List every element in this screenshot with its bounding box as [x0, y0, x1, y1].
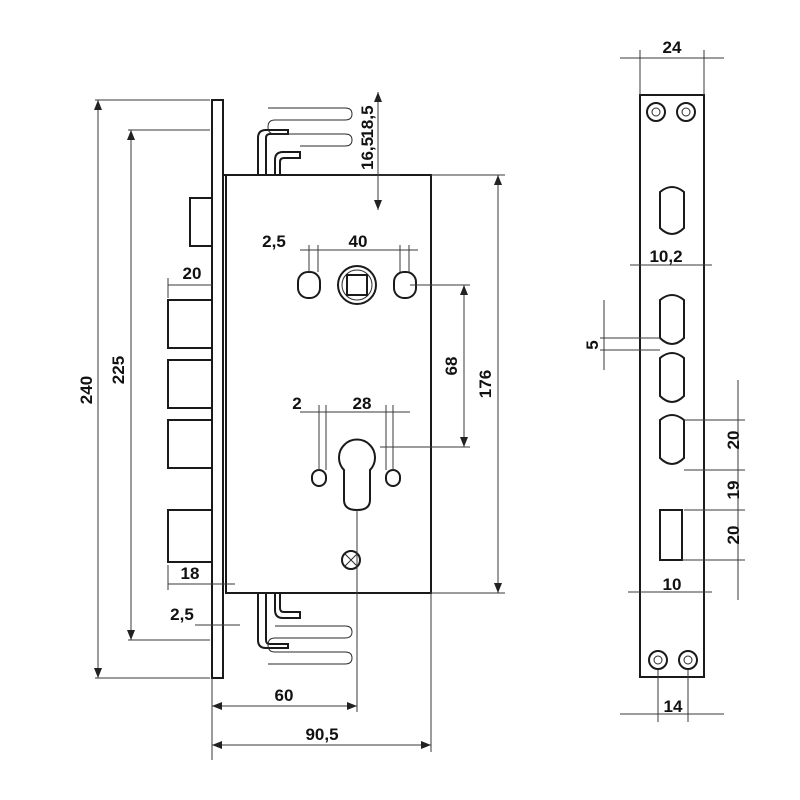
cylinder-screw-hole-left — [311, 469, 327, 487]
dim-176: 176 — [476, 370, 495, 398]
dim-10: 10 — [663, 575, 682, 594]
dim-28: 28 — [353, 394, 372, 413]
dim-20-lower: 20 — [724, 526, 743, 545]
latch-bolt — [189, 197, 213, 247]
dim-19: 19 — [724, 481, 743, 500]
dim-225: 225 — [109, 356, 128, 384]
euro-cylinder-cutout — [338, 438, 376, 512]
front-dimensions — [94, 92, 505, 760]
fixing-screw — [341, 550, 361, 570]
dim-14: 14 — [664, 697, 683, 716]
top-screw-left — [646, 102, 666, 122]
faceplate-side — [639, 94, 705, 678]
lock-body — [211, 99, 432, 679]
dim-2-5-faceplate: 2,5 — [170, 605, 194, 624]
dead-bolt-1 — [167, 299, 213, 349]
side-faceplate — [639, 94, 705, 678]
dim-5: 5 — [583, 340, 602, 349]
latch-opening — [659, 186, 685, 235]
screw-hole-left — [297, 271, 321, 299]
lock-case — [225, 174, 432, 594]
bottom-screw-left — [648, 650, 668, 670]
bolt-opening-3 — [659, 414, 685, 465]
faceplate — [211, 99, 224, 679]
top-rod-connector — [257, 107, 353, 175]
dim-240: 240 — [77, 376, 96, 404]
spindle-hub — [337, 265, 377, 305]
dead-bolt-3 — [167, 419, 213, 469]
dead-bolt-2 — [167, 359, 213, 409]
dim-2: 2 — [292, 394, 301, 413]
dim-2-5-spindle: 2,5 — [262, 232, 286, 251]
dead-bolt-4 — [167, 509, 213, 563]
dim-68: 68 — [442, 357, 461, 376]
dim-18: 18 — [181, 564, 200, 583]
bottom-rod-connector — [257, 593, 353, 665]
side-dimensions — [600, 50, 745, 722]
dim-90-5: 90,5 — [305, 725, 338, 744]
dimension-labels: 240 225 20 18 2,5 60 90,5 16,5 18,5 2,5 … — [77, 38, 743, 744]
dim-18-5: 18,5 — [358, 105, 377, 138]
spindle-assembly — [297, 265, 417, 305]
bottom-screw-right — [678, 650, 698, 670]
dim-16-5: 16,5 — [358, 137, 377, 170]
top-screw-right — [676, 102, 696, 122]
cylinder-screw-hole-right — [385, 469, 401, 487]
dim-40: 40 — [349, 232, 368, 251]
dim-24: 24 — [663, 38, 682, 57]
dim-60: 60 — [275, 686, 294, 705]
bolt-opening-2 — [659, 352, 685, 403]
dead-bolts — [167, 299, 213, 563]
dim-10-2: 10,2 — [649, 247, 682, 266]
square-spindle-icon — [346, 274, 368, 296]
bolt-opening-1 — [659, 294, 685, 345]
dim-20-upper: 20 — [724, 431, 743, 450]
dim-20-bolt: 20 — [183, 264, 202, 283]
bolt-opening-square — [659, 509, 683, 561]
cylinder-profile — [311, 438, 401, 512]
